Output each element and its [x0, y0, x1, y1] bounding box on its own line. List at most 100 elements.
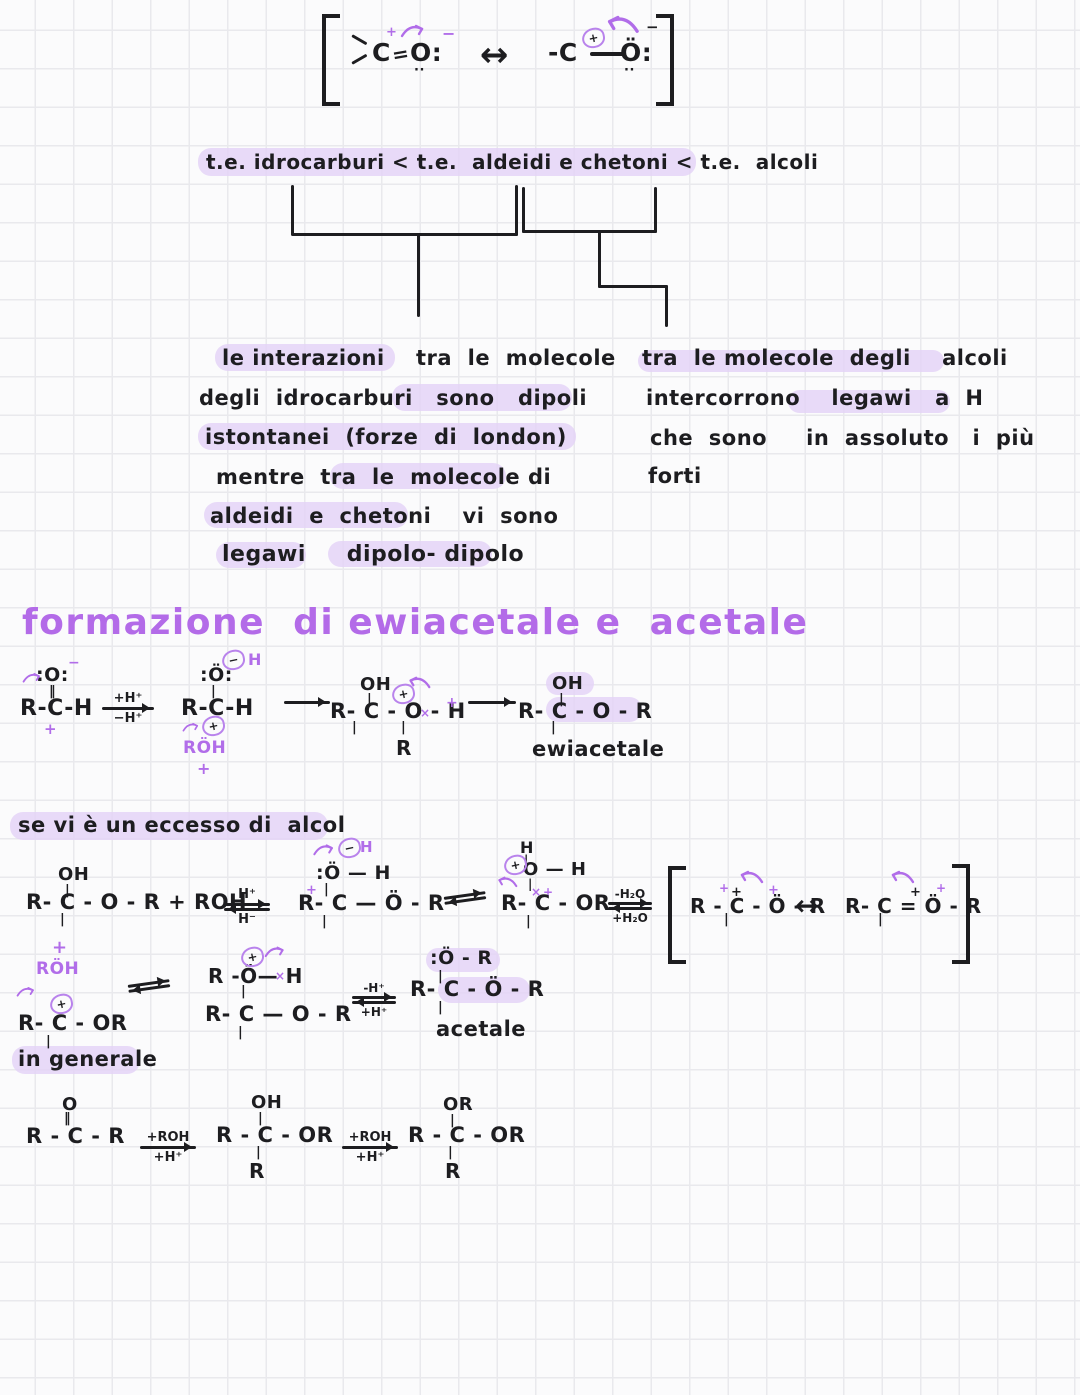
bond: |: [60, 912, 66, 927]
alcohol-nucleophile: RÖH: [183, 738, 227, 758]
bond: |: [524, 853, 529, 867]
acetal-backbone: R- C — O - R: [205, 1002, 352, 1026]
connector-line: [417, 233, 420, 317]
oxocarbenium-water: O — H: [523, 859, 587, 880]
connector-line: [665, 285, 668, 327]
note-line: legawi dipolo- dipolo: [222, 542, 525, 567]
highlight: [638, 350, 944, 372]
hydroxyl-label: OH: [58, 864, 90, 885]
highlight: [204, 502, 408, 528]
resonance-arrow: ↔: [480, 35, 509, 75]
plus-mark: +: [306, 883, 318, 898]
curved-arrow-icon: [182, 722, 199, 732]
bond: |: [241, 984, 247, 999]
acetal-structure: R - C - OR: [408, 1123, 526, 1147]
section-heading: formazione di ewiacetale e acetale: [22, 602, 809, 643]
bond: |: [559, 692, 565, 707]
alkoxy-label: OR: [443, 1094, 474, 1115]
bond: |: [256, 1145, 262, 1160]
plus-mark: +: [446, 695, 459, 711]
bracket-left: [322, 14, 340, 106]
protonated-acetal-oxygen: R -Ö— H: [208, 964, 303, 988]
minus-charge: −: [336, 835, 363, 861]
equilibrium-arrow: -H₂O+H₂O: [608, 888, 652, 924]
bracket-right: [952, 864, 970, 964]
bond: [590, 52, 626, 56]
hemiacetal-structure: R - C - OR: [216, 1123, 334, 1147]
equilibrium-arrow: H⁺H⁻: [224, 888, 270, 926]
x-mark: ×: [531, 885, 542, 899]
highlight: [198, 148, 696, 176]
plus-mark: +: [731, 885, 743, 900]
bond: |: [551, 720, 557, 735]
highlight: [438, 977, 530, 1003]
plus-mark: +: [768, 883, 780, 898]
oxocarbenium-resonance-left: R - C - Ö - R: [690, 894, 826, 918]
curved-arrow-icon: [400, 24, 424, 38]
equilibrium-arrow: [127, 979, 171, 993]
bond: |: [367, 692, 373, 707]
plus-mark: +: [936, 881, 947, 895]
minus-mark: −: [68, 655, 81, 671]
lone-pair-dots: ··: [414, 63, 425, 78]
bond: |: [238, 1025, 244, 1040]
bond: |: [878, 912, 884, 927]
highlight: [198, 423, 576, 450]
double-bond: ‖: [64, 1111, 71, 1126]
oxygen-label: Ö:: [620, 38, 653, 67]
bond: |: [211, 684, 217, 699]
highlight: [216, 542, 306, 568]
reaction-arrow: [468, 696, 516, 707]
highlight: [328, 541, 492, 567]
oxocarbenium-resonance-right: R- C = Ö - R: [845, 894, 982, 918]
bond: [351, 53, 368, 65]
protonated-oxygen: :Ö — H: [316, 862, 391, 884]
ketone-structure: R - C - R: [26, 1124, 125, 1148]
x-mark: ×: [275, 969, 286, 983]
plus-mark: +: [386, 25, 398, 40]
highlight: [546, 672, 594, 695]
acetal-label: acetale: [436, 1017, 527, 1041]
bond: |: [65, 883, 71, 898]
highlight: [10, 812, 328, 840]
bracket-right: [656, 14, 674, 106]
curved-arrow-icon: [313, 844, 333, 856]
highlight: [12, 1046, 140, 1074]
curved-arrow-icon: [22, 673, 40, 683]
bond: |: [352, 720, 358, 735]
connector-line: [291, 185, 294, 235]
double-bond: =: [390, 40, 412, 68]
bond: |: [724, 912, 730, 927]
highlight: [426, 948, 500, 972]
plus-mark: +: [197, 759, 211, 778]
reaction-arrow: [284, 696, 330, 707]
plus-mark: +: [44, 720, 58, 738]
connector-line: [522, 187, 525, 233]
connector-line: [515, 185, 518, 236]
r-group-label: R: [396, 736, 412, 760]
minus-mark: −: [646, 18, 660, 36]
hemiacetal-plus-alcohol: R- C - O - R + ROH: [26, 890, 248, 914]
bond: |: [528, 877, 533, 891]
boiling-point-line: t.e. idrocarburi < t.e. aldeidi e cheton…: [206, 150, 819, 174]
bond: |: [322, 914, 328, 929]
reaction-arrow: +ROH+H⁺: [342, 1131, 398, 1164]
bond: |: [438, 1000, 444, 1015]
curved-arrow-icon: [740, 870, 764, 884]
reaction-arrow: +ROH+H⁺: [140, 1131, 196, 1164]
bond: |: [401, 720, 407, 735]
equilibrium-arrow: [443, 891, 487, 905]
connector-line: [522, 230, 657, 233]
curved-arrow-icon: [607, 15, 639, 33]
resonance-arrow: ↔: [795, 889, 819, 922]
plus-mark: +: [910, 885, 922, 900]
highlight: [330, 463, 506, 489]
oxygen-label: :O:: [36, 664, 69, 686]
proton-label: H: [360, 838, 374, 856]
bond: |: [448, 1145, 454, 1160]
bond: |: [438, 969, 444, 984]
connector-line: [598, 285, 668, 288]
alcohol-nucleophile: RÖH: [36, 959, 80, 979]
x-mark: ×: [420, 706, 431, 720]
tetrahedral-adduct: R- C - O - H: [330, 699, 466, 723]
